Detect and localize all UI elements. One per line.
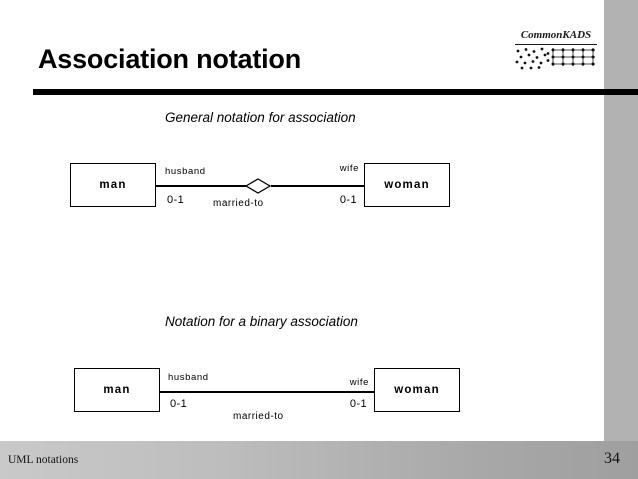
role-label-husband-general: husband xyxy=(165,166,206,177)
association-name-general: married-to xyxy=(213,198,264,209)
section-caption-binary: Notation for a binary association xyxy=(165,314,358,329)
multiplicity-right-binary: 0-1 xyxy=(349,398,367,410)
title-divider xyxy=(33,89,638,95)
role-label-husband-binary: husband xyxy=(168,372,209,383)
association-line-left-general xyxy=(156,185,246,187)
dot-grid-icon xyxy=(515,47,597,76)
association-line-right-general xyxy=(271,185,364,187)
footer-page-number: 34 xyxy=(604,450,620,467)
uml-class-name: woman xyxy=(384,179,430,191)
commonkads-logo: CommonKADS xyxy=(513,29,599,71)
uml-class-box-woman-general: woman xyxy=(364,163,450,207)
footer-section-label: UML notations xyxy=(8,454,79,466)
uml-class-box-man-general: man xyxy=(70,163,156,207)
logo-wordmark: CommonKADS xyxy=(520,29,592,41)
association-line-binary xyxy=(160,391,374,393)
logo-underline xyxy=(515,44,597,45)
uml-class-name: woman xyxy=(394,384,440,396)
multiplicity-right-general: 0-1 xyxy=(339,194,357,206)
association-diamond-icon xyxy=(244,178,272,194)
association-name-binary: married-to xyxy=(233,411,284,422)
page-title: Association notation xyxy=(38,44,302,74)
slide-footer: UML notations 34 xyxy=(0,441,638,479)
multiplicity-left-binary: 0-1 xyxy=(170,398,188,410)
section-caption-general: General notation for association xyxy=(165,110,356,125)
uml-class-name: man xyxy=(103,384,131,396)
right-side-band xyxy=(604,0,638,441)
role-label-wife-general: wife xyxy=(339,163,359,174)
multiplicity-left-general: 0-1 xyxy=(167,194,185,206)
uml-class-box-woman-binary: woman xyxy=(374,368,460,412)
uml-class-name: man xyxy=(99,179,127,191)
role-label-wife-binary: wife xyxy=(349,377,369,388)
uml-class-box-man-binary: man xyxy=(74,368,160,412)
